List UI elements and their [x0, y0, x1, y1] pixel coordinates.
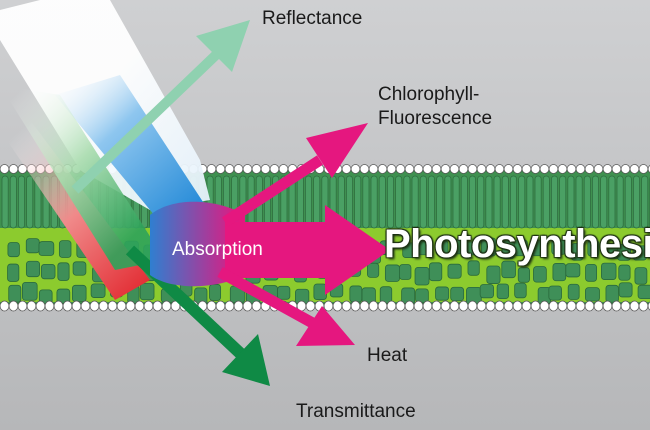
- photosynthesis-arrow: [225, 205, 390, 295]
- reflectance-arrow: [71, 20, 250, 194]
- photosynthesis-label: Photosynthesis: [384, 222, 650, 266]
- heat-label: Heat: [367, 345, 408, 366]
- absorption-label: Absorption: [172, 239, 263, 260]
- fluorescence-label-line1: Chlorophyll-: [378, 84, 480, 105]
- heat-arrowhead: [296, 306, 355, 346]
- transmittance-label: Transmittance: [296, 401, 416, 422]
- fluorescence-arrowhead: [306, 123, 368, 178]
- reflectance-label: Reflectance: [262, 8, 363, 29]
- absorption-arrows: [150, 123, 390, 346]
- chlorophyll-fluorescence-label: Chlorophyll- Fluorescence: [378, 83, 548, 131]
- transmittance-arrow: [125, 245, 270, 386]
- lower-epidermis: [0, 300, 650, 312]
- fluorescence-label-line2: Fluorescence: [378, 108, 493, 129]
